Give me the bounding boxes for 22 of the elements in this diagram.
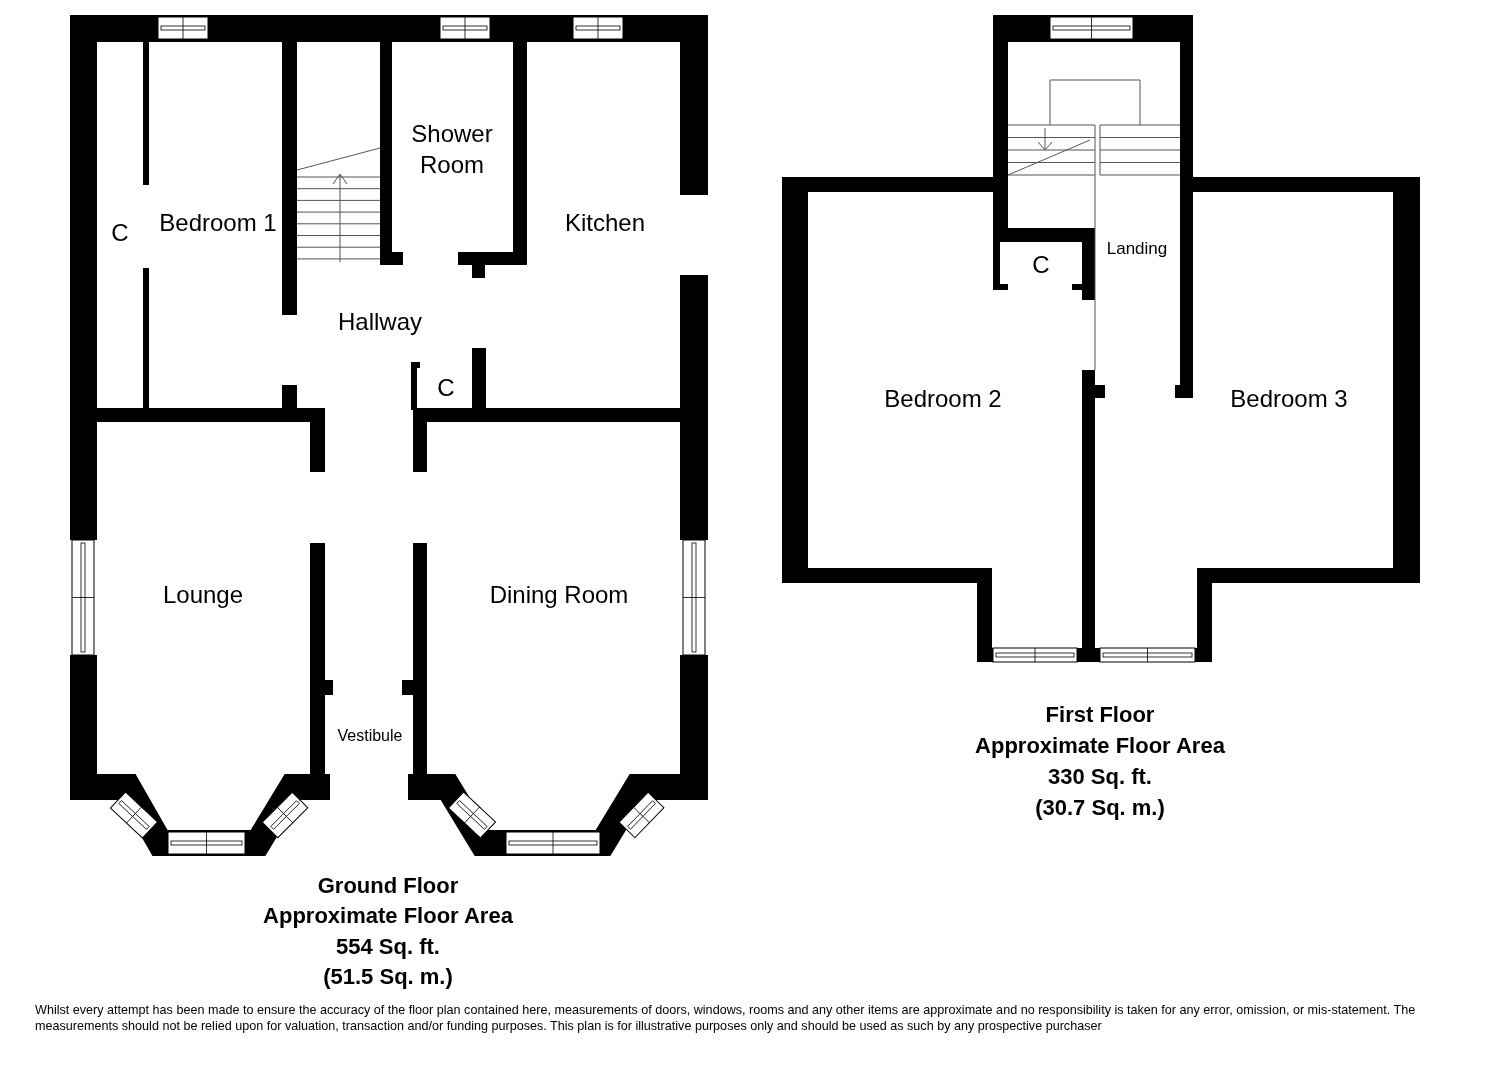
closet-label: C bbox=[436, 373, 456, 404]
room-label: Bedroom 1 bbox=[158, 208, 278, 239]
room-label: Lounge bbox=[161, 580, 245, 611]
floor-area-text: (30.7 Sq. m.) bbox=[1034, 793, 1166, 822]
room-label: Bedroom 3 bbox=[1229, 384, 1349, 415]
room-label: Bedroom 2 bbox=[883, 384, 1003, 415]
floor-area-text: Approximate Floor Area bbox=[262, 901, 514, 930]
room-label: Vestibule bbox=[336, 725, 404, 746]
closet-label: C bbox=[1031, 250, 1051, 281]
floor-name: First Floor bbox=[1044, 700, 1156, 729]
floor-area-text: 554 Sq. ft. bbox=[335, 932, 441, 961]
room-label: Kitchen bbox=[563, 208, 647, 239]
room-label: Dining Room bbox=[488, 580, 630, 611]
room-label: Hallway bbox=[337, 307, 423, 338]
closet-label: C bbox=[110, 218, 130, 249]
room-label: Shower Room bbox=[410, 118, 494, 180]
room-label: Landing bbox=[1105, 237, 1169, 260]
floor-area-text: (51.5 Sq. m.) bbox=[322, 962, 454, 991]
disclaimer-text: Whilst every attempt has been made to ensure the accuracy of the floor plan contained here, measurements of doors, windows, rooms and any other items are approximate and no responsibility is taken for any error, omission, or mis-statement. The measurements should not be relied upon for valuation, transaction and/or funding purposes. This plan is for illustrative purposes only and should be used as such by any prospective purchaser bbox=[35, 1002, 1417, 1034]
floor-area-text: Approximate Floor Area bbox=[974, 731, 1226, 760]
floor-area-text: 330 Sq. ft. bbox=[1047, 762, 1153, 791]
floor-name: Ground Floor bbox=[316, 871, 460, 900]
